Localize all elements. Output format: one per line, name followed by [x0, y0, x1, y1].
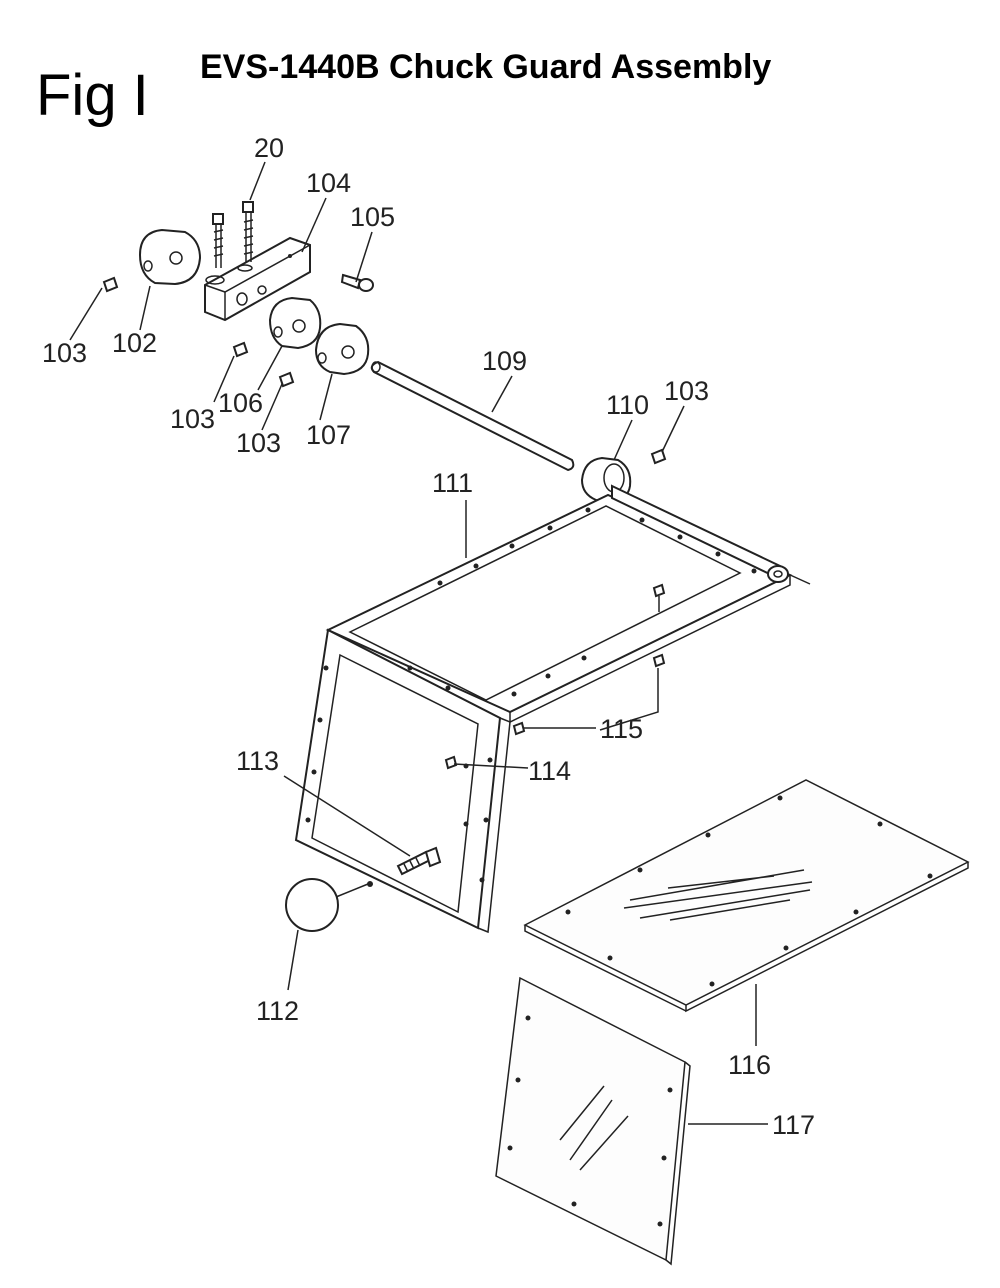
part-106-collar: [268, 296, 322, 350]
part-117-window-plate: [495, 976, 691, 1266]
callout-103-a: 103: [42, 338, 87, 368]
callout-114: 114: [528, 756, 571, 786]
callout-113: 113: [236, 746, 279, 776]
part-109-shaft: [370, 360, 575, 472]
part-107-collar: [314, 322, 370, 376]
callout-109: 109: [482, 346, 527, 376]
figure-label: Fig I: [36, 63, 149, 128]
leader-lines: [69, 161, 768, 1125]
callout-labels: 20 104 105 103 102 103 106 103 107 109 1…: [42, 133, 815, 1140]
part-116-window-plate: [523, 779, 970, 1013]
part-112-knob: [285, 878, 373, 932]
part-113-bolt: [396, 846, 442, 876]
callout-103-c: 103: [236, 428, 281, 458]
callout-117: 117: [772, 1110, 815, 1140]
callout-115: 115: [600, 714, 643, 744]
callout-20: 20: [254, 133, 284, 163]
callout-116: 116: [728, 1050, 771, 1080]
callout-112: 112: [256, 996, 299, 1026]
part-103-set-screws: [102, 276, 667, 465]
callout-106: 106: [218, 388, 263, 418]
part-105-screw: [340, 273, 374, 292]
callout-102: 102: [112, 328, 157, 358]
callout-107: 107: [306, 420, 351, 450]
part-20-bolts: [212, 201, 254, 268]
part-111-guard-frame: [294, 484, 811, 934]
callout-110: 110: [606, 390, 649, 420]
callout-103-b: 103: [170, 404, 215, 434]
callout-103-d: 103: [664, 376, 709, 406]
part-104-bracket: [204, 236, 311, 322]
callout-105: 105: [350, 202, 395, 232]
part-102-collar: [138, 228, 202, 286]
callout-104: 104: [306, 168, 351, 198]
part-114-115-fasteners: [444, 583, 666, 770]
callout-111: 111: [432, 468, 473, 498]
page-title: EVS-1440B Chuck Guard Assembly: [200, 48, 772, 86]
